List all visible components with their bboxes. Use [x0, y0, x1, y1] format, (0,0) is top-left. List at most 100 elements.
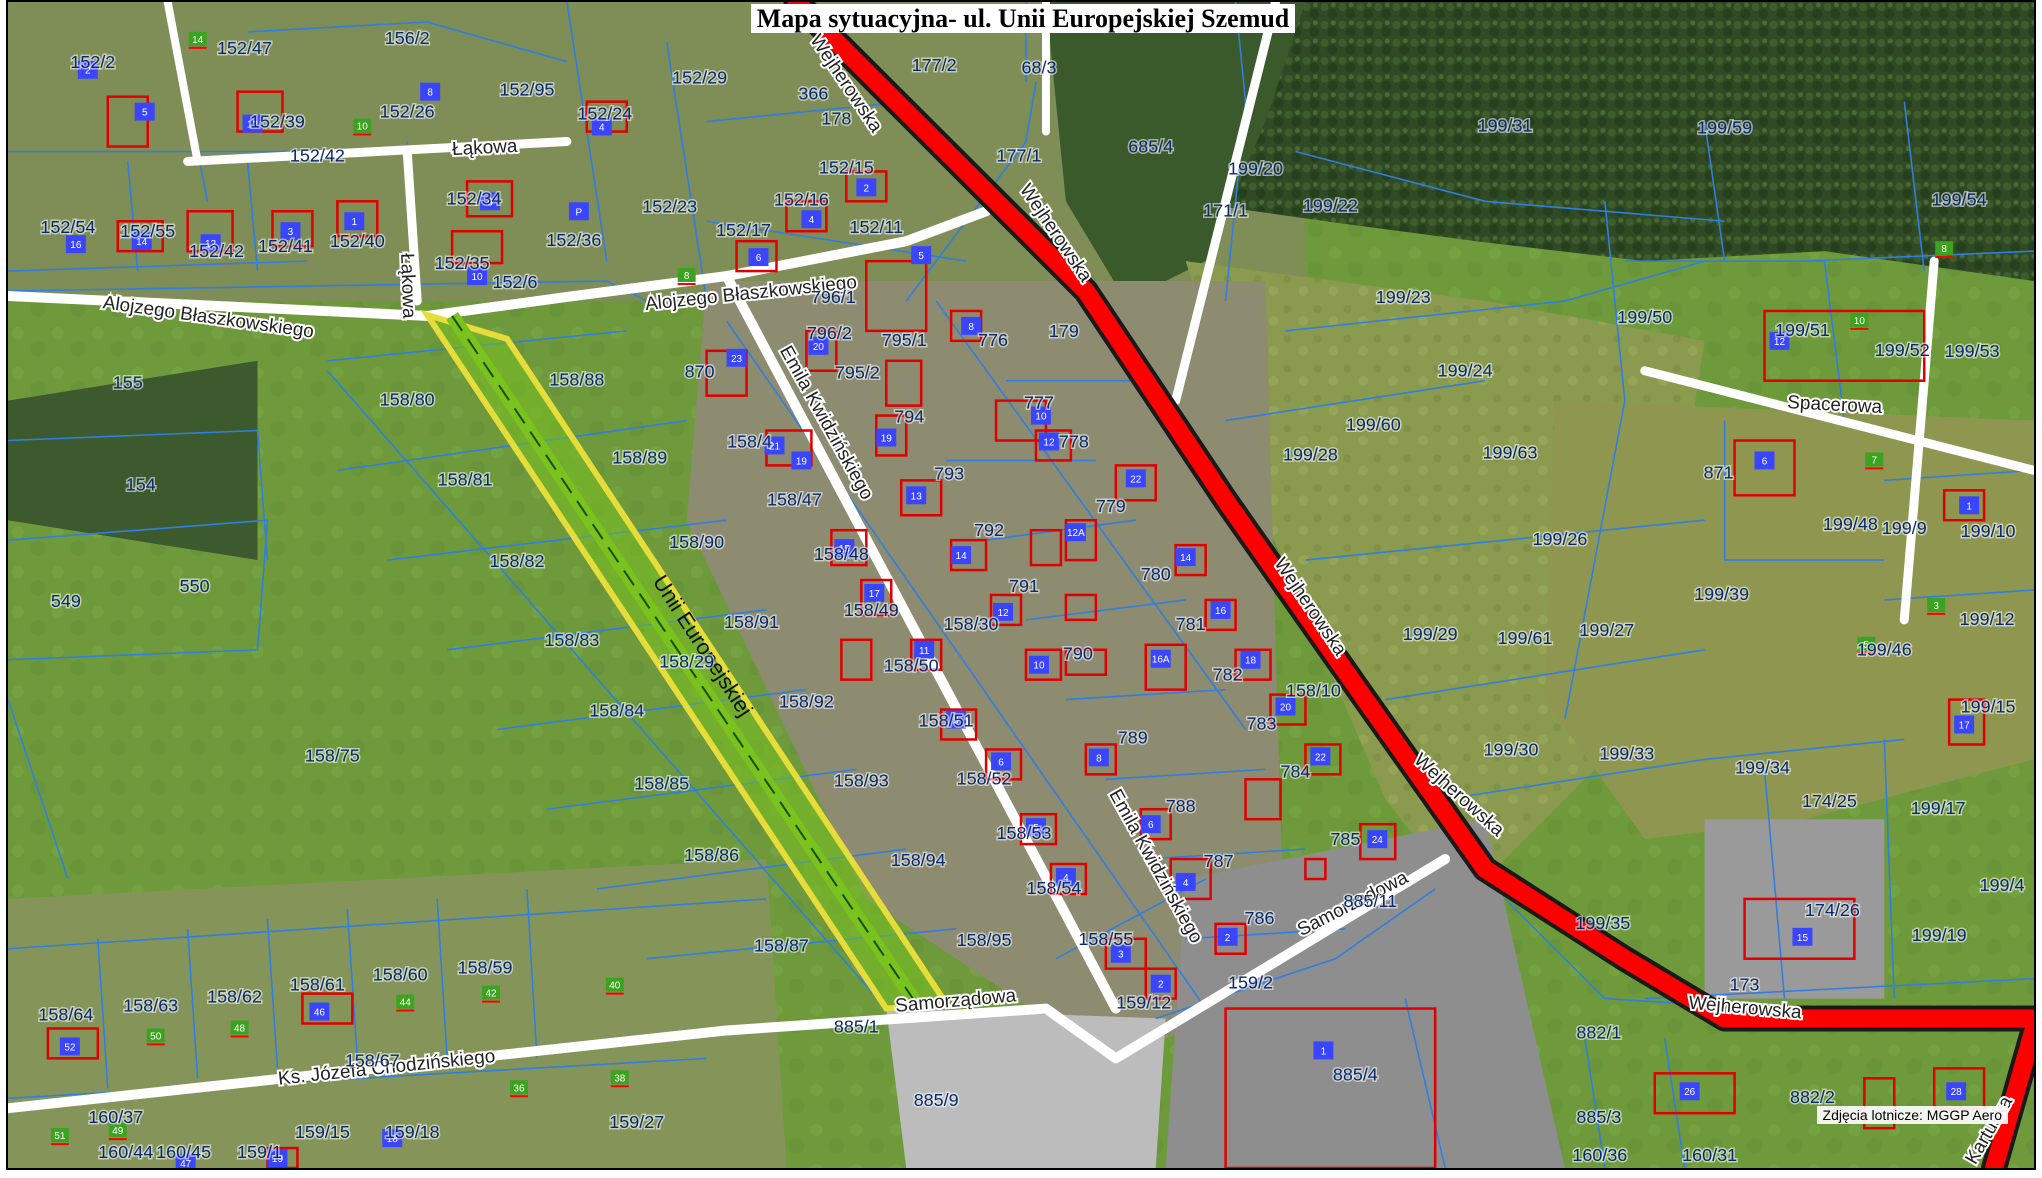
green-marker-box	[610, 1070, 629, 1085]
parcel-label: 199/12	[1960, 609, 2015, 629]
parcel-label: 882/2	[1790, 1087, 1835, 1107]
parcel-label: 199/19	[1912, 925, 1967, 945]
address-marker: 47	[175, 1154, 196, 1168]
green-marker-box	[1850, 312, 1869, 327]
address-marker-box	[1954, 715, 1975, 734]
parcel-label: 199/63	[1483, 442, 1538, 462]
parcel-label: 179	[1049, 321, 1079, 341]
parcel-label: 152/35	[435, 253, 490, 273]
address-marker-box	[1217, 927, 1238, 946]
address-marker: 19	[876, 428, 897, 447]
parcel-label: 158/51	[919, 711, 974, 731]
green-marker-box	[108, 1123, 127, 1138]
address-marker: 16	[65, 235, 86, 254]
green-marker: 5	[1857, 636, 1876, 654]
address-number: 11	[919, 646, 930, 657]
address-marker: 4	[1175, 873, 1196, 891]
address-marker: 1	[1313, 1041, 1334, 1060]
parcel-label: 159/1	[237, 1142, 282, 1162]
green-marker: 40	[605, 977, 624, 995]
green-marker: 48	[230, 1020, 249, 1038]
parcel-label: 152/24	[577, 104, 632, 124]
address-number: 6	[487, 197, 493, 208]
green-marker-box	[605, 977, 624, 992]
address-marker: 12	[993, 602, 1014, 621]
address-marker: 20	[808, 336, 829, 355]
green-marker-number: 40	[609, 981, 621, 992]
parcel-label: 199/28	[1283, 444, 1338, 464]
parcel-label: 786	[1245, 908, 1275, 928]
address-marker: 6	[480, 192, 501, 211]
address-marker: 26	[1679, 1082, 1700, 1101]
address-number: 6	[1148, 820, 1154, 831]
address-marker-box	[1210, 600, 1231, 619]
parcel-label: 158/63	[123, 996, 178, 1016]
green-marker-number: 7	[1872, 455, 1878, 466]
green-marker: 8	[677, 268, 696, 286]
address-number: 1	[1966, 501, 1972, 512]
parcel-label: 783	[1247, 714, 1277, 734]
address-marker-box	[951, 546, 972, 565]
address-marker-box	[856, 178, 877, 197]
parcel-label: 781	[1176, 614, 1206, 634]
address-number: 47	[180, 1159, 192, 1168]
parcel-label: 174/26	[1805, 900, 1860, 920]
green-marker: 7	[1865, 452, 1884, 470]
address-marker: 10	[1028, 655, 1049, 674]
green-marker-number: 50	[150, 1031, 162, 1042]
parcel-label: 158/92	[779, 692, 834, 712]
parcel-label: 685/4	[1128, 136, 1173, 156]
address-number: 15	[839, 544, 851, 555]
address-marker: 16	[1210, 600, 1231, 619]
address-number: 16	[1215, 606, 1227, 617]
address-number: 23	[731, 354, 743, 365]
address-marker: 14	[131, 232, 152, 251]
parcel-label: 199/30	[1484, 739, 1539, 759]
parcel-label: 871	[1704, 462, 1734, 482]
parcel-label: 789	[1118, 727, 1148, 747]
parcel-label: 152/17	[716, 220, 771, 240]
parcel-label: 158/89	[612, 447, 667, 467]
parcel-label: 158/90	[669, 532, 724, 552]
parcel-label: 158/64	[38, 1005, 93, 1025]
green-marker-number: 38	[614, 1073, 626, 1084]
parcel-label: 792	[974, 520, 1004, 540]
address-marker-box	[791, 451, 812, 470]
parcel-label: 158/48	[814, 544, 869, 564]
situation-map[interactable]: WejherowskaWejherowskaWejherowskaWejhero…	[8, 2, 2034, 1168]
parcel-label: 159/12	[1116, 993, 1171, 1013]
project-road-unii-europejskiej[interactable]	[420, 309, 952, 1012]
parcel-label: 199/48	[1823, 514, 1878, 534]
parcel-label: 152/34	[447, 188, 502, 208]
address-marker: 6	[748, 248, 769, 267]
address-marker: 5	[134, 102, 155, 121]
green-marker: 51	[50, 1128, 69, 1146]
parcel-label: 784	[1280, 761, 1310, 781]
parcel-label: 199/15	[1961, 697, 2016, 717]
address-marker: 52	[59, 1037, 80, 1056]
parcel-label: 152/36	[546, 230, 601, 250]
parcel-label: 158/55	[1078, 929, 1133, 949]
address-marker-box	[801, 210, 822, 229]
parcel-label: 158/54	[1026, 878, 1081, 898]
green-marker-number: 36	[513, 1083, 525, 1094]
address-number: 8	[968, 322, 974, 333]
address-marker: 10	[1030, 406, 1051, 425]
parcel-label: 159/15	[295, 1122, 350, 1142]
parcel-label: 885/1	[834, 1016, 879, 1036]
address-marker-box	[175, 1154, 196, 1168]
parcel-label: 779	[1096, 496, 1126, 516]
parcel-label: 870	[685, 362, 715, 382]
parcel-label: 158/62	[207, 987, 262, 1007]
parcel-label: 158/86	[684, 845, 739, 865]
address-marker: 15	[1792, 927, 1813, 946]
address-number: 8	[1096, 753, 1102, 764]
parcel-label: 199/35	[1575, 913, 1630, 933]
address-number: 13	[911, 491, 923, 502]
address-marker: 20	[1275, 697, 1296, 716]
parcel-label: 199/61	[1498, 628, 1553, 648]
green-marker: 42	[482, 985, 501, 1003]
address-marker-box	[1125, 469, 1146, 488]
parcel-label: 158/10	[1286, 681, 1341, 701]
